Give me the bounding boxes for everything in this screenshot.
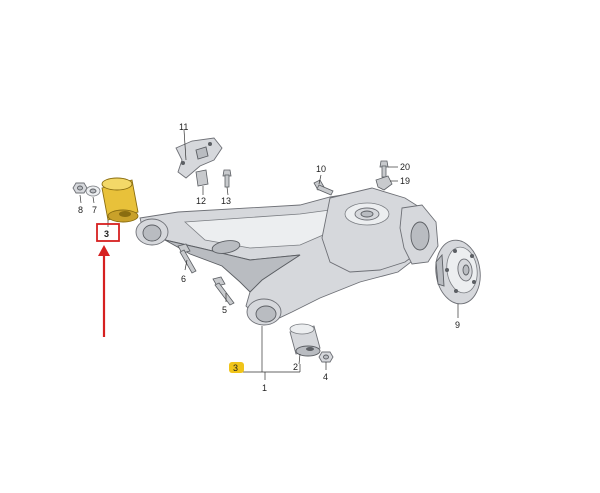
bolt-13[interactable]	[222, 169, 232, 188]
callout-8: 8	[78, 205, 83, 215]
clip-19[interactable]	[375, 175, 393, 191]
callout-2: 2	[293, 362, 298, 372]
nut-8[interactable]	[72, 182, 88, 194]
callout-13: 13	[221, 196, 231, 206]
red-arrow	[98, 245, 110, 337]
callout-12: 12	[196, 196, 206, 206]
wheel-hub-9[interactable]	[432, 237, 484, 307]
nut-4[interactable]	[318, 351, 334, 363]
highlight-box	[96, 223, 120, 242]
badge-3-bottom	[229, 362, 244, 373]
callout-20: 20	[400, 162, 410, 172]
bolt-10[interactable]	[313, 179, 334, 196]
bushing-highlighted[interactable]	[101, 177, 139, 223]
callout-7: 7	[92, 205, 97, 215]
callout-5: 5	[222, 305, 227, 315]
callout-19: 19	[400, 176, 410, 186]
bracket-11[interactable]	[175, 137, 223, 179]
callout-6: 6	[181, 274, 186, 284]
callout-labels: 8 7 3 11 12 13 10 20 19 6 5 9 3 2 4 1	[78, 122, 460, 393]
callout-3-top: 3	[104, 229, 109, 239]
bolt-6[interactable]	[177, 243, 197, 274]
axle-beam	[135, 187, 439, 326]
washer-7[interactable]	[85, 185, 101, 197]
callout-11: 11	[179, 122, 188, 132]
sensor-12[interactable]	[195, 169, 209, 187]
callout-9: 9	[455, 320, 460, 330]
leader-lines	[79, 129, 459, 380]
callout-10: 10	[316, 164, 326, 174]
bushing-bottom-2[interactable]	[289, 323, 321, 357]
callout-3-bottom: 3	[233, 363, 238, 373]
bolt-5[interactable]	[212, 276, 235, 306]
callout-1: 1	[262, 383, 267, 393]
bolt-20[interactable]	[379, 160, 389, 178]
callout-4: 4	[323, 372, 328, 382]
